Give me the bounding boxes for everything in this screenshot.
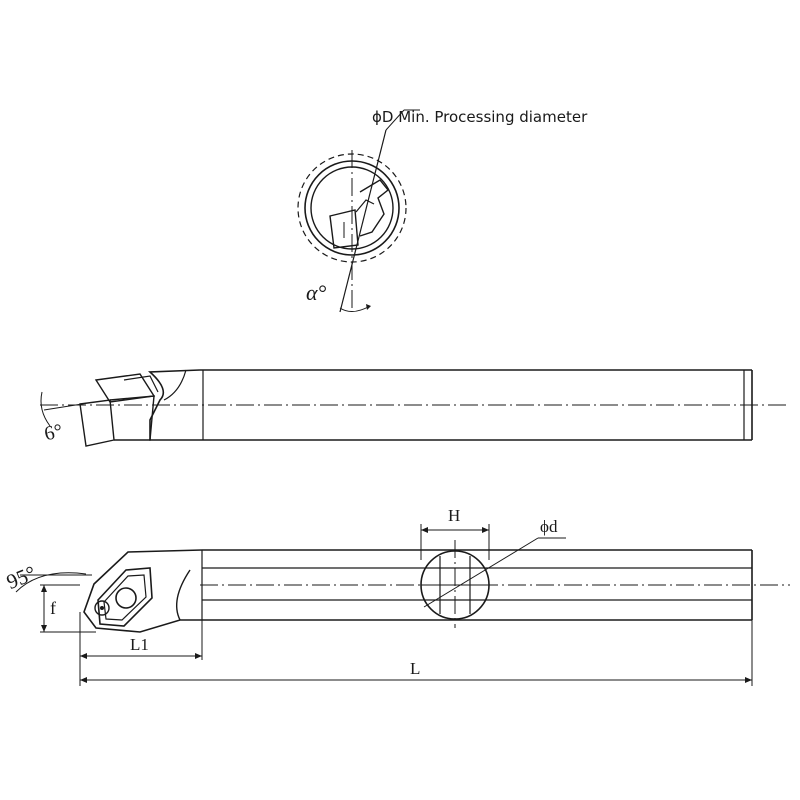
clamp-outline (359, 179, 389, 237)
six-deg-label: 6° (42, 420, 64, 445)
d-label: ϕd (540, 517, 558, 536)
six-deg-line (43, 403, 83, 411)
alpha-arc (339, 305, 371, 312)
insert-inner (103, 574, 147, 621)
side-view: 6° (40, 369, 790, 447)
alpha-label: α° (306, 280, 327, 305)
alpha-arrow (366, 304, 371, 310)
ninety-five-label: 95° (3, 561, 39, 594)
insert-face (79, 399, 115, 447)
head-outline (83, 549, 203, 633)
h-arrow-left (421, 527, 428, 533)
l1-arrow-right (195, 653, 202, 659)
min-diameter-label: ϕD Min. Processing diameter (372, 108, 588, 126)
inclined-line (339, 129, 387, 313)
f-arrow-top (41, 585, 47, 592)
head-side (109, 395, 155, 441)
insert-hole-center (100, 606, 104, 610)
head-top-face (94, 373, 156, 403)
l-arrow-right (745, 677, 752, 683)
h-label: H (448, 506, 460, 525)
f-label: f (50, 598, 56, 618)
head-curve (163, 369, 187, 401)
d-leader (423, 537, 539, 608)
l-arrow-left (80, 677, 87, 683)
f-arrow-bottom (41, 625, 47, 632)
insert-hole (94, 600, 110, 616)
l1-label: L1 (130, 635, 149, 654)
head-curve-bottom (176, 569, 191, 621)
head-detail (123, 375, 159, 393)
clamp-screw (115, 587, 137, 609)
leader-line-D (385, 109, 405, 131)
insert-pocket (97, 567, 153, 627)
l1-arrow-left (80, 653, 87, 659)
h-arrow-right (482, 527, 489, 533)
six-deg-arc (40, 391, 51, 427)
insert-holder (329, 209, 359, 249)
clamp-detail (355, 199, 375, 213)
ninety-five-arc (15, 572, 87, 593)
l-label: L (410, 659, 420, 678)
top-view: H ϕd 95° f L1 L (3, 506, 790, 686)
head-body (148, 369, 201, 441)
end-view: ϕD Min. Processing diameter α° (297, 108, 588, 313)
